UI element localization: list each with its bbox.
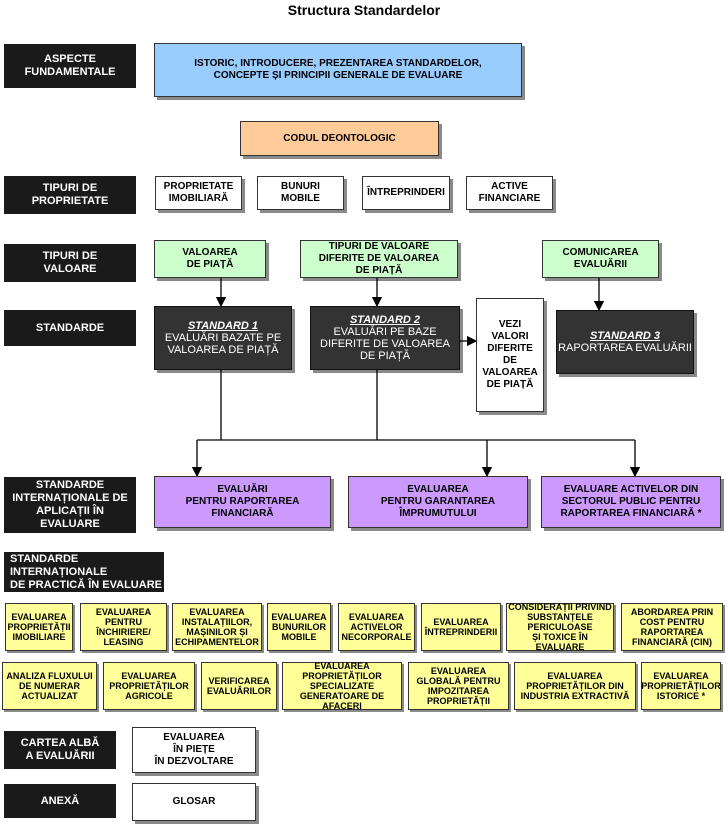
standard-2-head: STANDARD 2	[349, 314, 421, 326]
standard-1-head: STANDARD 1	[187, 320, 259, 332]
box-fundamentale: ISTORIC, INTRODUCERE, PREZENTAREA STANDA…	[154, 43, 522, 97]
box-intreprinderi: ÎNTREPRINDERI	[362, 176, 450, 210]
standard-3-body: RAPORTAREA EVALUĂRII	[558, 342, 692, 354]
box-standard-3: STANDARD 3 RAPORTAREA EVALUĂRII	[556, 310, 694, 374]
page-title: Structura Standardelor	[287, 2, 441, 18]
standard-3-head: STANDARD 3	[589, 330, 661, 342]
label-anexa: ANEXĂ	[4, 784, 116, 818]
label-standarde: STANDARDE	[4, 310, 136, 346]
box-glosar: GLOSAR	[132, 783, 256, 821]
box-codul-deontologic: CODUL DEONTOLOGIC	[240, 121, 439, 156]
